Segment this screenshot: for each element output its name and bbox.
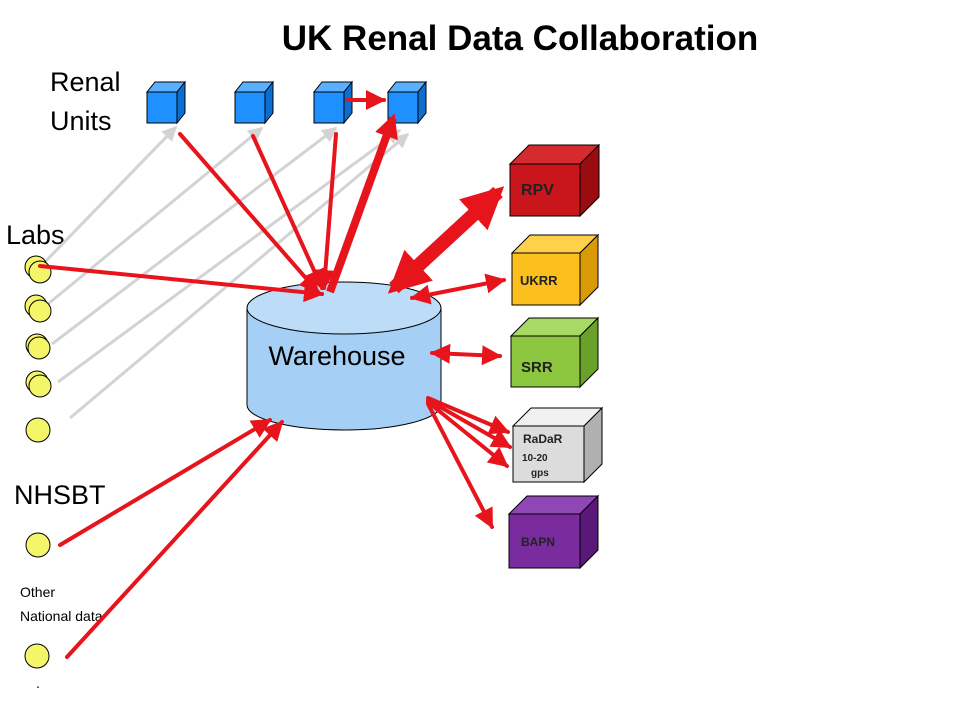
other-label: Other [20, 584, 55, 600]
registry-bapn: BAPN [507, 494, 600, 570]
other-label-line2: National data [20, 608, 103, 624]
red-arrow [58, 418, 272, 547]
thick-arrow-warehouse-to-renal-unit [326, 113, 398, 294]
registry-radar: RaDaR 10-20 gps [511, 406, 604, 484]
lab-circle [28, 374, 52, 398]
lab-circle [27, 336, 51, 360]
lab-circles [24, 255, 52, 443]
warehouse-cylinder [246, 281, 442, 431]
renal-units-label: Renal [50, 67, 121, 97]
red-arrow [426, 396, 510, 435]
red-arrow [315, 132, 338, 290]
grey-arrow [69, 132, 410, 420]
lab-circle [28, 299, 52, 323]
registry-sub2: gps [531, 468, 549, 479]
registry-label: UKRR [520, 273, 558, 288]
diagram-title: UK Renal Data Collaboration [282, 19, 758, 58]
red-arrow [38, 264, 324, 303]
registry-sub1: 10-20 [522, 453, 548, 464]
red-arrow [426, 398, 512, 449]
renal-unit-cube-1 [145, 80, 187, 125]
renal-unit-cube-3 [312, 80, 354, 125]
labs-label: Labs [6, 220, 65, 250]
renal-unit-cube-4 [386, 80, 428, 125]
grey-arrow [57, 128, 402, 384]
red-arrow [426, 402, 494, 529]
red-arrow [426, 400, 509, 468]
red-arrow [65, 420, 284, 659]
registry-srr: SRR [509, 316, 600, 389]
registry-label: RPV [521, 182, 554, 199]
nhsbt-label: NHSBT [14, 480, 106, 510]
red-arrow [178, 132, 320, 294]
grey-arrows [40, 125, 410, 420]
grey-arrow [40, 125, 178, 267]
lab-circle [25, 417, 51, 443]
registry-label: BAPN [521, 535, 555, 549]
registry-ukrr: UKRR [510, 233, 600, 307]
thick-arrows [326, 113, 505, 294]
registry-label: RaDaR [523, 432, 563, 446]
red-arrow [251, 134, 324, 290]
warehouse-label: Warehouse [268, 341, 405, 371]
registry-rpv: RPV [508, 143, 601, 218]
stray-dot: . [36, 675, 40, 691]
grey-arrow [47, 126, 264, 306]
red-arrows [38, 90, 512, 659]
red-double-arrow [410, 273, 506, 305]
red-double-arrow [430, 343, 502, 366]
grey-arrow [51, 126, 338, 346]
renal-units-label-line2: Units [50, 106, 112, 136]
registry-label: SRR [521, 359, 553, 376]
other-data-circle [24, 643, 50, 669]
thick-double-arrow-warehouse-rpv [387, 186, 505, 294]
renal-unit-cube-2 [233, 80, 275, 125]
nhsbt-circle [25, 532, 51, 558]
